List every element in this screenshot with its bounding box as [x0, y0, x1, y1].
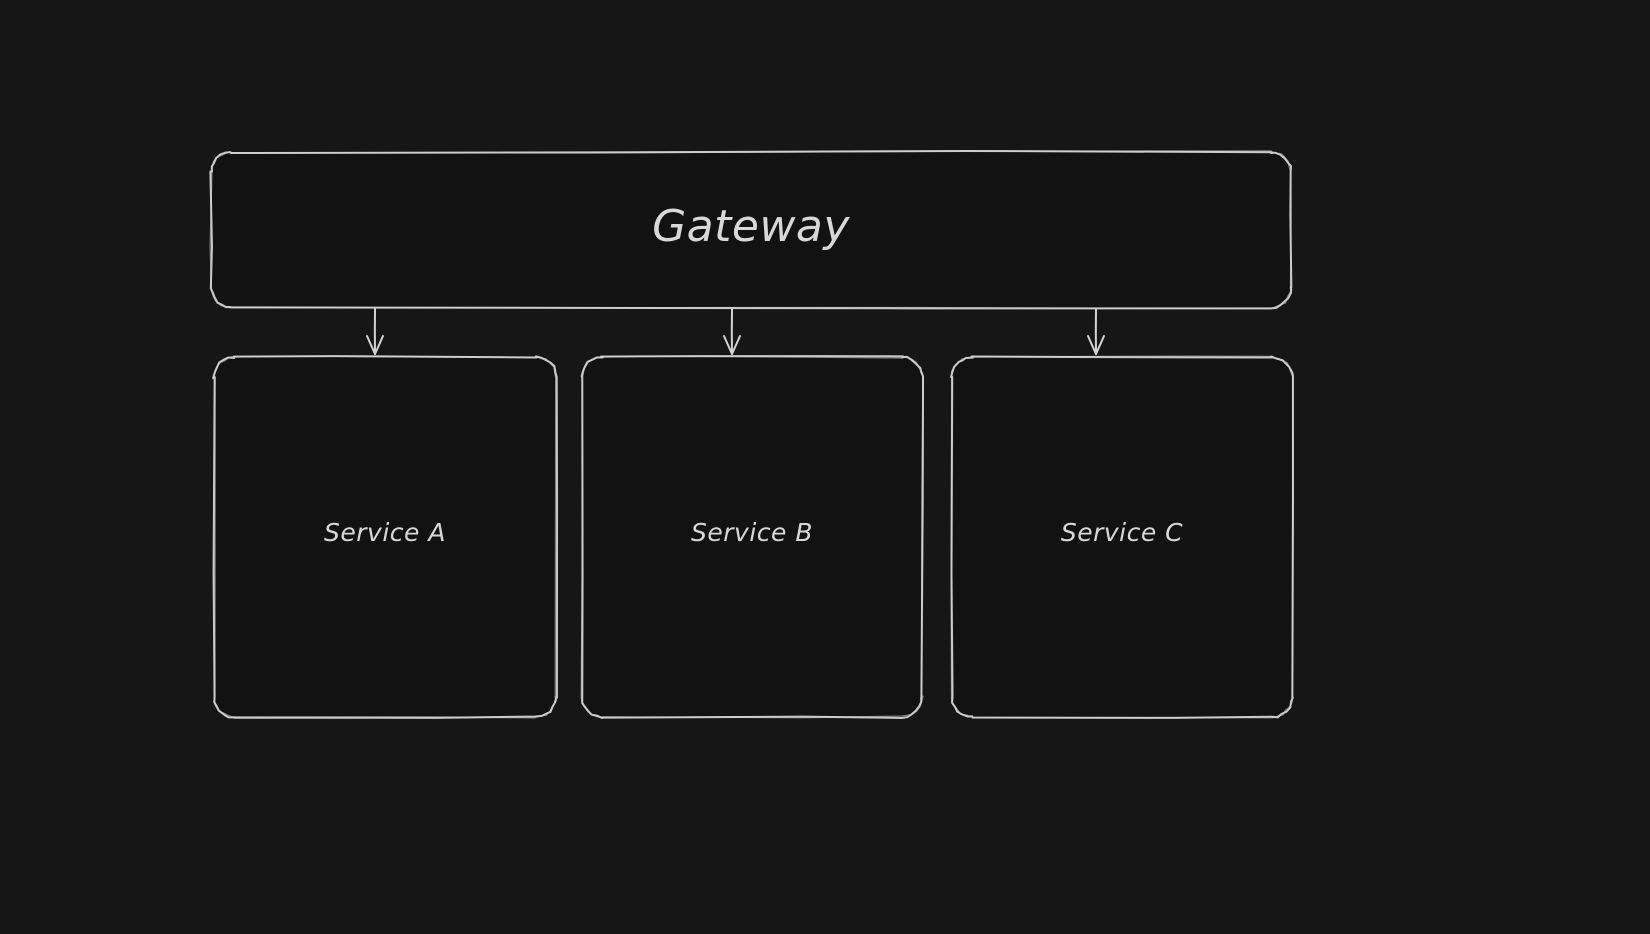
arrow-group: [366, 308, 1105, 355]
node-label-service-a: Service A: [324, 518, 446, 547]
edge-gateway-service-c: [1087, 308, 1105, 355]
edge-gateway-service-a: [366, 308, 384, 355]
node-label-gateway: Gateway: [652, 201, 850, 252]
node-label-service-c: Service C: [1060, 518, 1184, 547]
node-label-service-b: Service B: [691, 518, 813, 547]
edge-gateway-service-b: [723, 308, 741, 355]
